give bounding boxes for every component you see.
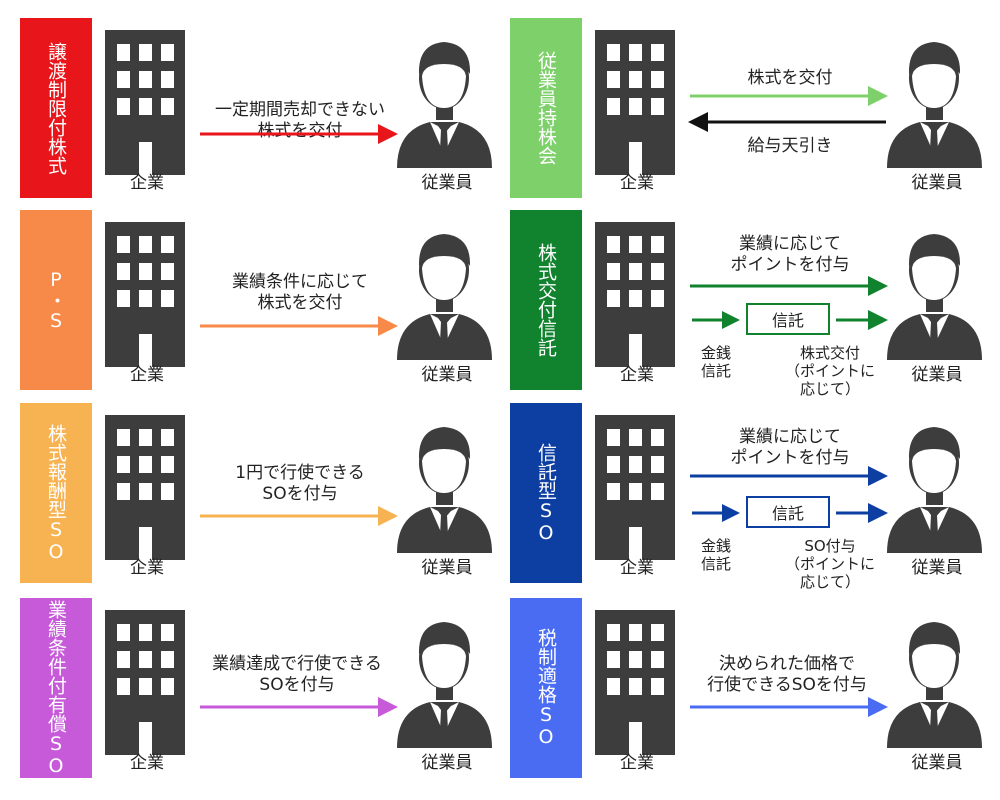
employee-person-icon — [887, 622, 982, 748]
category-tag: 譲渡制限付株式 — [20, 18, 92, 198]
panel-tax-qualified-so: 税制適格SO 企業 決められた価格で 行使できるSOを付与 従業員 — [490, 598, 982, 778]
bottom-arrow-label: 給与天引き — [747, 136, 833, 156]
description-line-1: 業績達成で行使できる — [212, 654, 382, 674]
company-label: 企業 — [130, 753, 164, 773]
employee-label: 従業員 — [911, 753, 963, 773]
panel-restricted-stock: 譲渡制限付株式 企業 一定期間売却できない 株式を交付 従業員 — [0, 18, 492, 198]
category-label: 株式交付信託 — [535, 243, 557, 357]
description-line-2: ポイントを付与 — [730, 255, 850, 275]
money-trust-line-1: 金銭 — [700, 344, 731, 362]
employee-person-icon — [887, 427, 982, 553]
panel-trust-type-so: 信託型SO 企業 業績に応じて ポイントを付与 信託 金銭 信託 SO付与 （ポ… — [490, 403, 982, 591]
company-label: 企業 — [620, 365, 654, 385]
category-label: 従業員持株会 — [535, 51, 557, 165]
delivery-note-line-3: 応じて） — [799, 380, 860, 398]
employee-label: 従業員 — [911, 558, 963, 578]
company-building-icon — [595, 415, 675, 560]
arrow-right-icon — [200, 697, 398, 717]
category-label: P・S — [45, 268, 67, 332]
arrow-right-icon — [690, 276, 888, 296]
arrow-to-trust-icon — [692, 311, 740, 329]
company-label: 企業 — [130, 365, 164, 385]
money-trust-line-1: 金銭 — [700, 537, 731, 555]
description-line-2: SOを付与 — [259, 675, 335, 695]
grant-note-line-2: （ポイントに — [784, 555, 875, 573]
arrow-right-icon — [200, 124, 398, 144]
company-label: 企業 — [620, 173, 654, 193]
description-line-1: 決められた価格で — [719, 654, 855, 674]
top-arrow-label: 株式を交付 — [747, 68, 833, 88]
arrow-right-icon — [200, 506, 398, 526]
company-label: 企業 — [130, 173, 164, 193]
company-label: 企業 — [620, 558, 654, 578]
category-tag: 従業員持株会 — [510, 18, 582, 198]
trust-box: 信託 — [746, 303, 830, 335]
employee-label: 従業員 — [911, 365, 963, 385]
arrow-right-icon — [690, 466, 888, 486]
panel-stock-delivery-trust: 株式交付信託 企業 業績に応じて ポイントを付与 信託 金銭 信託 株式交付 （… — [490, 210, 982, 398]
category-tag: 株式交付信託 — [510, 210, 582, 390]
money-trust-line-2: 信託 — [700, 362, 731, 380]
grant-note-line-1: SO付与 — [804, 537, 856, 555]
company-building-icon — [595, 222, 675, 367]
employee-person-icon — [397, 622, 492, 748]
description-line-1: 業績に応じて — [739, 427, 841, 447]
employee-person-icon — [397, 234, 492, 360]
category-tag: 業績条件付有償SO — [20, 598, 92, 778]
arrow-from-trust-icon — [836, 503, 888, 523]
arrow-right-icon — [200, 316, 398, 336]
employee-label: 従業員 — [911, 173, 963, 193]
employee-person-icon — [397, 42, 492, 168]
arrow-to-trust-icon — [692, 504, 740, 522]
employee-person-icon — [887, 42, 982, 168]
company-building-icon — [595, 30, 675, 175]
company-building-icon — [105, 610, 185, 755]
description-line-2: 株式を交付 — [257, 293, 343, 313]
category-label: 業績条件付有償SO — [45, 599, 67, 777]
category-tag: 税制適格SO — [510, 598, 582, 778]
description-line-1: 1円で行使できる — [235, 463, 365, 483]
arrow-right-icon — [690, 86, 888, 106]
money-trust-line-2: 信託 — [700, 555, 731, 573]
company-building-icon — [105, 222, 185, 367]
delivery-note-line-2: （ポイントに — [784, 362, 875, 380]
employee-label: 従業員 — [421, 365, 473, 385]
employee-label: 従業員 — [421, 753, 473, 773]
arrow-from-trust-icon — [836, 310, 888, 330]
category-label: 税制適格SO — [535, 628, 557, 748]
category-tag: P・S — [20, 210, 92, 390]
company-building-icon — [105, 30, 185, 175]
arrow-right-icon — [690, 697, 888, 717]
description-line-1: 一定期間売却できない — [215, 100, 385, 120]
grant-note-line-3: 応じて） — [799, 573, 860, 591]
panel-stock-compensation-so: 株式報酬型SO 企業 1円で行使できる SOを付与 従業員 — [0, 403, 492, 583]
description-line-2: 株式を交付 — [257, 121, 343, 141]
employee-label: 従業員 — [421, 173, 473, 193]
company-label: 企業 — [620, 753, 654, 773]
category-label: 信託型SO — [535, 442, 557, 544]
description-line-2: 行使できるSOを付与 — [707, 675, 867, 695]
delivery-note-line-1: 株式交付 — [799, 344, 860, 362]
trust-box: 信託 — [746, 496, 830, 528]
panel-performance-paid-so: 業績条件付有償SO 企業 業績達成で行使できる SOを付与 従業員 — [0, 598, 492, 778]
category-tag: 信託型SO — [510, 403, 582, 583]
trust-box-label: 信託 — [771, 311, 804, 330]
description-line-1: 業績条件に応じて — [232, 272, 368, 292]
employee-label: 従業員 — [421, 558, 473, 578]
panel-employee-stock-ownership: 従業員持株会 企業 株式を交付 給与天引き 従業員 — [490, 18, 982, 198]
panel-performance-share: P・S 企業 業績条件に応じて 株式を交付 従業員 — [0, 210, 492, 390]
category-label: 譲渡制限付株式 — [45, 41, 67, 175]
description-line-1: 業績に応じて — [739, 234, 841, 254]
arrow-left-icon — [688, 112, 886, 132]
company-label: 企業 — [130, 558, 164, 578]
employee-person-icon — [887, 234, 982, 360]
category-label: 株式報酬型SO — [45, 423, 67, 563]
employee-person-icon — [397, 427, 492, 553]
description-line-2: SOを付与 — [262, 484, 338, 504]
company-building-icon — [595, 610, 675, 755]
description-line-2: ポイントを付与 — [730, 448, 850, 468]
category-tag: 株式報酬型SO — [20, 403, 92, 583]
trust-box-label: 信託 — [771, 504, 804, 523]
company-building-icon — [105, 415, 185, 560]
